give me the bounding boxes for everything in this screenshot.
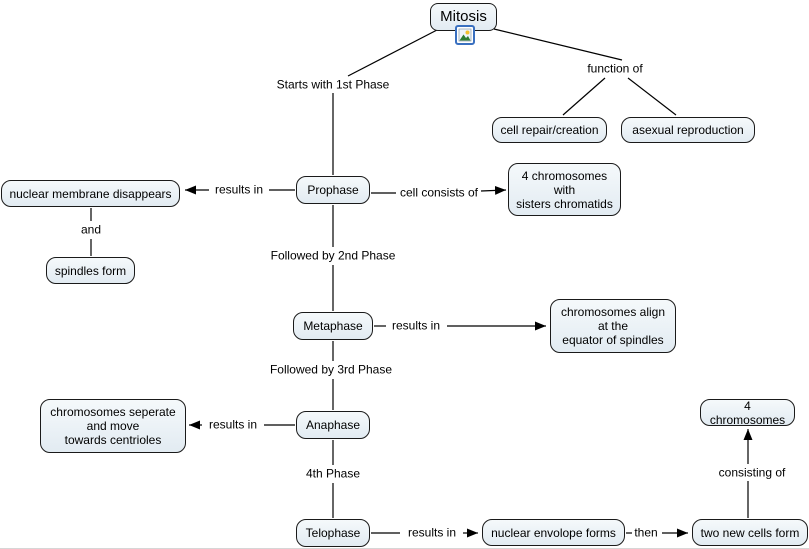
link-label-followed-by-2nd-phase[interactable]: Followed by 2nd Phase	[270, 248, 396, 263]
node-prophase[interactable]: Prophase	[296, 176, 370, 204]
link-label-followed-by-3rd-phase[interactable]: Followed by 3rd Phase	[269, 362, 393, 377]
link-label-and[interactable]: and	[80, 222, 102, 237]
node-spindles-form[interactable]: spindles form	[46, 257, 135, 284]
link-label-results-in-anaphase[interactable]: results in	[208, 417, 258, 432]
link-label-consisting-of[interactable]: consisting of	[718, 465, 786, 480]
node-chromosomes-align[interactable]: chromosomes align at the equator of spin…	[550, 299, 676, 353]
node-asexual-reproduction[interactable]: asexual reproduction	[621, 117, 755, 143]
node-metaphase[interactable]: Metaphase	[293, 312, 373, 340]
node-nuclear-envolope-forms[interactable]: nuclear envolope forms	[482, 519, 625, 546]
node-nuclear-membrane-disappears[interactable]: nuclear membrane disappears	[1, 180, 180, 207]
node-4-chromosomes[interactable]: 4 chromosomes	[700, 399, 795, 427]
link-label-cell-consists-of[interactable]: cell consists of	[399, 185, 479, 200]
link-label-then[interactable]: then	[634, 525, 658, 540]
link-label-results-in-prophase[interactable]: results in	[214, 182, 264, 197]
edge-functionof-cellrepair	[562, 77, 606, 116]
link-label-starts-with-1st-phase[interactable]: Starts with 1st Phase	[276, 77, 390, 92]
link-label-results-in-metaphase[interactable]: results in	[391, 318, 441, 333]
node-cell-repair-creation[interactable]: cell repair/creation	[492, 117, 607, 143]
link-label-results-in-telophase[interactable]: results in	[407, 525, 457, 540]
node-chromosomes-seperate[interactable]: chromosomes seperate and move towards ce…	[40, 399, 186, 453]
node-anaphase[interactable]: Anaphase	[296, 411, 370, 439]
edge-mitosis-functionof	[493, 28, 623, 61]
link-label-4th-phase[interactable]: 4th Phase	[305, 466, 361, 481]
edge-mitosis-startswith	[347, 29, 438, 77]
node-telophase[interactable]: Telophase	[296, 519, 370, 547]
image-thumbnail-icon[interactable]	[455, 25, 475, 45]
node-4-chromosomes-sisters[interactable]: 4 chromosomes with sisters chromatids	[508, 163, 621, 216]
link-label-function-of[interactable]: function of	[587, 61, 643, 76]
edge-cellconsists-fourchrom	[480, 185, 507, 195]
edge-functionof-asexual	[627, 77, 677, 116]
node-two-new-cells-form[interactable]: two new cells form	[692, 519, 808, 546]
